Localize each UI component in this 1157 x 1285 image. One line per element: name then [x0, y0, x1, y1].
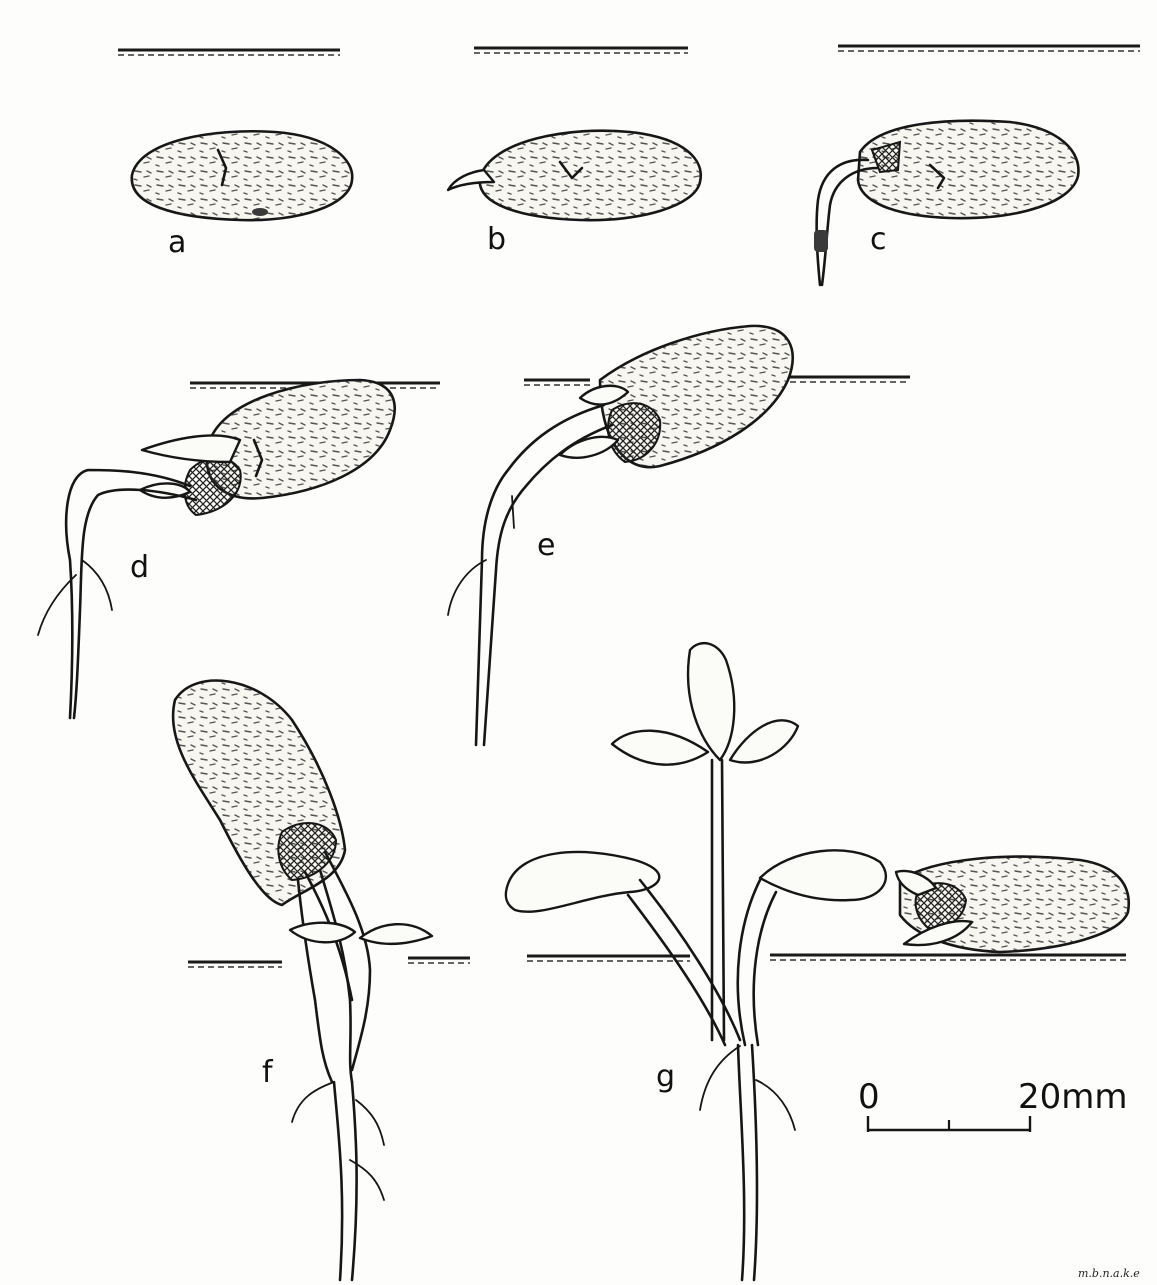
seed-stage-d: [38, 380, 395, 718]
panel-label-c: c: [870, 222, 887, 257]
soil-line-b: [474, 48, 688, 53]
soil-line-c: [838, 46, 1140, 51]
panel-label-a: a: [168, 225, 186, 260]
seed-stage-c: [814, 121, 1078, 285]
seed-stage-e: [448, 326, 793, 745]
scale-end-label: 20mm: [1018, 1077, 1128, 1117]
panel-label-f: f: [262, 1055, 274, 1090]
scale-bar: 0 20mm: [858, 1077, 1128, 1132]
panel-label-b: b: [487, 222, 506, 257]
soil-line-g: [527, 955, 1126, 961]
illustrator-signature: m.b.n.a.k.e: [1078, 1267, 1140, 1280]
panel-label-d: d: [130, 550, 149, 585]
seed-stage-b: [448, 131, 701, 221]
soil-line-a: [118, 50, 340, 55]
seed-stage-f: [173, 681, 432, 1280]
panel-label-g: g: [656, 1059, 675, 1094]
scale-start-label: 0: [858, 1077, 880, 1117]
seed-stage-a: [132, 131, 352, 220]
soil-line-f: [188, 958, 470, 967]
panel-label-e: e: [537, 528, 555, 563]
